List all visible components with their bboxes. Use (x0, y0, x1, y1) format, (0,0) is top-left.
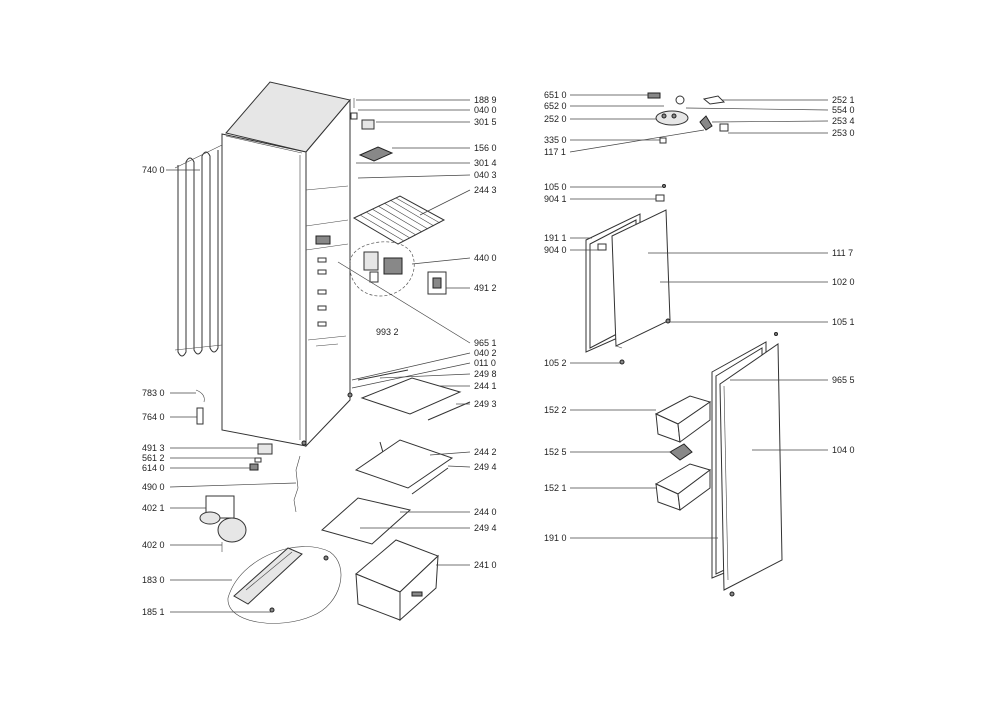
small-parts (195, 389, 301, 513)
label-249-4-upper: 249 4 (474, 462, 497, 472)
glass-shelf-upper (357, 369, 471, 421)
label-152-2: 152 2 (544, 405, 567, 415)
label-651-0: 651 0 (544, 90, 567, 100)
label-111-7: 111 7 (832, 248, 853, 258)
label-040-2: 040 2 (474, 348, 497, 358)
label-965-1: 965 1 (474, 338, 497, 348)
label-335-0: 335 0 (544, 135, 567, 145)
label-249-8: 249 8 (474, 369, 497, 379)
label-764-0: 764 0 (142, 412, 165, 422)
label-253-0: 253 0 (832, 128, 855, 138)
label-244-1: 244 1 (474, 381, 497, 391)
base-plate-group (227, 546, 342, 624)
label-904-1: 904 1 (544, 194, 567, 204)
label-554-0: 554 0 (832, 105, 855, 115)
label-188-9: 188 9 (474, 95, 497, 105)
top-hardware (647, 92, 729, 144)
label-301-4: 301 4 (474, 158, 497, 168)
label-183-0: 183 0 (142, 575, 165, 585)
glass-shelf-middle (354, 439, 454, 495)
compressor (199, 495, 247, 552)
freezer-door (585, 184, 671, 365)
fridge-door (711, 332, 783, 597)
label-491-3: 491 3 (142, 443, 165, 453)
label-191-0: 191 0 (544, 533, 567, 543)
label-011-0: 011 0 (474, 358, 496, 368)
label-040-3: 040 3 (474, 170, 497, 180)
cabinet-body (221, 81, 353, 448)
label-244-0: 244 0 (474, 507, 497, 517)
label-152-1: 152 1 (544, 483, 567, 493)
label-241-0: 241 0 (474, 560, 497, 570)
door-bins (654, 395, 712, 511)
thermostat-group (349, 241, 447, 297)
label-105-1: 105 1 (832, 317, 855, 327)
wire-shelf (352, 195, 446, 245)
top-hinge-parts (350, 98, 394, 162)
label-740-0: 740 0 (142, 165, 165, 175)
label-152-5: 152 5 (544, 447, 567, 457)
label-252-0: 252 0 (544, 114, 567, 124)
label-490-0: 490 0 (142, 482, 165, 492)
label-105-0: 105 0 (544, 182, 567, 192)
label-156-0: 156 0 (474, 143, 497, 153)
label-965-5: 965 5 (832, 375, 855, 385)
label-652-0: 652 0 (544, 101, 567, 111)
label-614-0: 614 0 (142, 463, 165, 473)
label-402-0: 402 0 (142, 540, 165, 550)
leader-lines (166, 94, 829, 613)
label-783-0: 783 0 (142, 388, 165, 398)
label-040-0: 040 0 (474, 105, 497, 115)
label-249-4-lower: 249 4 (474, 523, 497, 533)
label-117-1: 117 1 (544, 147, 566, 157)
label-105-2: 105 2 (544, 358, 567, 368)
label-191-1: 191 1 (544, 233, 567, 243)
label-244-3: 244 3 (474, 185, 497, 195)
label-244-2: 244 2 (474, 447, 497, 457)
label-252-1: 252 1 (832, 95, 855, 105)
label-491-2: 491 2 (474, 283, 497, 293)
label-440-0: 440 0 (474, 253, 497, 263)
label-993-2: 993 2 (376, 327, 399, 337)
glass-shelf-lower (320, 497, 412, 545)
crisper-drawer (355, 539, 439, 622)
label-253-4: 253 4 (832, 116, 855, 126)
label-301-5: 301 5 (474, 117, 497, 127)
label-402-1: 402 1 (142, 503, 165, 513)
label-104-0: 104 0 (832, 445, 855, 455)
part-labels: 188 9 040 0 301 5 156 0 301 4 040 3 244 … (142, 90, 855, 617)
label-249-3: 249 3 (474, 399, 497, 409)
label-102-0: 102 0 (832, 277, 855, 287)
condenser-coil (174, 144, 223, 357)
label-904-0: 904 0 (544, 245, 567, 255)
label-561-2: 561 2 (142, 453, 165, 463)
label-185-1: 185 1 (142, 607, 165, 617)
